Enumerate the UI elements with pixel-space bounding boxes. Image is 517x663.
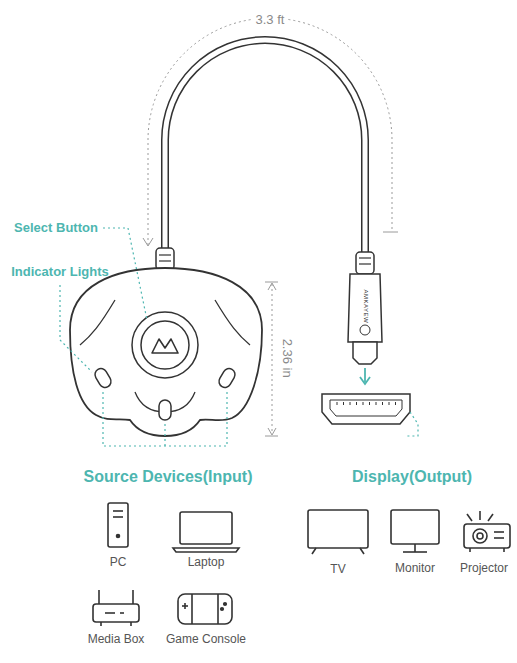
brand-text: AMKAYEW <box>363 289 370 323</box>
device-label: Media Box <box>88 633 145 646</box>
logo <box>152 339 178 353</box>
device-label: Projector <box>460 562 508 575</box>
device-label: Game Console <box>166 633 246 646</box>
projector-icon <box>464 511 510 552</box>
port <box>159 400 171 420</box>
insert-arrow <box>360 377 370 384</box>
plug-housing <box>348 274 382 342</box>
device-label: Laptop <box>188 556 225 569</box>
device-label: Monitor <box>395 562 435 575</box>
dimension-label: 3.3 ft <box>253 13 288 27</box>
section-heading: Source Devices(Input) <box>84 468 253 486</box>
port <box>93 366 113 389</box>
callout-label: Indicator Lights <box>11 265 109 279</box>
dimension-label: 2.36 in <box>280 335 294 380</box>
output-leader <box>405 412 418 436</box>
leader-line <box>103 228 147 320</box>
hdmi-port <box>322 394 410 424</box>
dimension-line <box>272 284 273 434</box>
laptop-icon <box>173 512 239 552</box>
cable <box>165 40 365 258</box>
monitor-icon <box>391 510 439 552</box>
leader-line <box>60 285 92 372</box>
strain-relief <box>356 252 374 274</box>
media-box-icon <box>93 590 139 626</box>
cable <box>165 40 365 258</box>
switch-body <box>70 268 262 436</box>
game-console-icon <box>178 594 232 624</box>
select-button <box>141 321 189 369</box>
port <box>217 366 237 389</box>
plug-tip <box>353 342 377 364</box>
tv-icon <box>308 510 368 554</box>
device-label: PC <box>110 556 127 569</box>
input-bracket <box>103 392 227 446</box>
callout-label: Select Button <box>14 221 98 235</box>
dimension-arc <box>148 18 392 245</box>
dimension-tick <box>143 238 153 246</box>
section-heading: Display(Output) <box>352 468 472 486</box>
device-label: TV <box>330 563 345 576</box>
strain-relief <box>156 248 174 270</box>
pc-icon <box>108 503 128 547</box>
dimension-tick <box>383 232 398 233</box>
button-ring <box>132 312 198 378</box>
